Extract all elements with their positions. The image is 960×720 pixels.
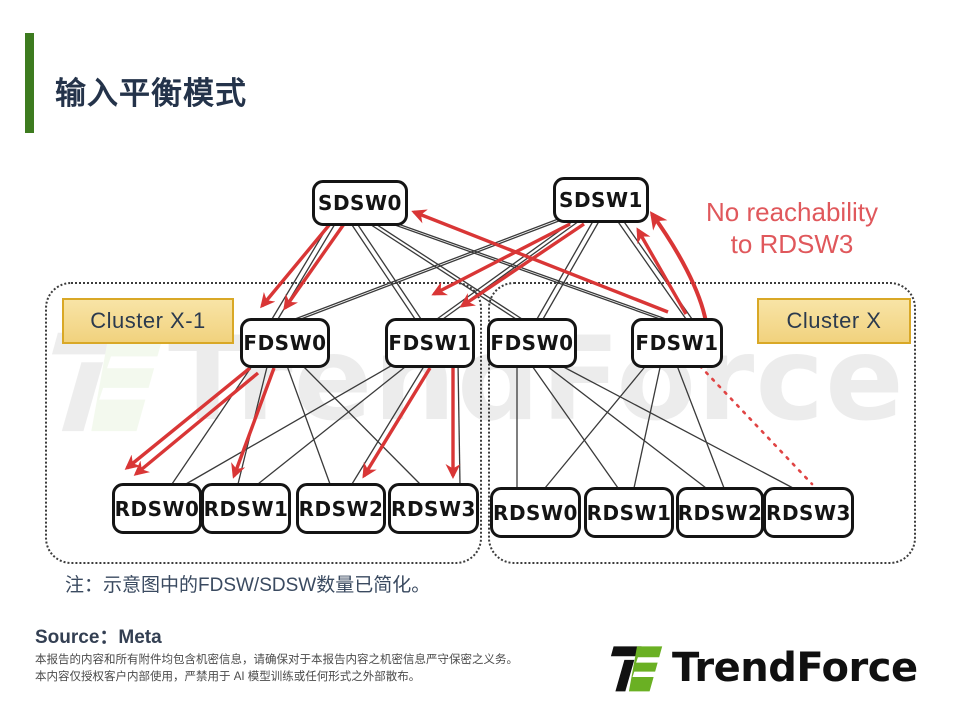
node-cluster-x-fdsw1: FDSW1 — [631, 318, 723, 368]
node-cluster-x1-rdsw1: RDSW1 — [201, 483, 291, 534]
no-reachability-annotation: No reachability to RDSW3 — [652, 196, 932, 260]
node-cluster-x-rdsw3: RDSW3 — [763, 487, 854, 538]
source-label: Source：Meta — [35, 627, 162, 648]
node-cluster-x1-fdsw0: FDSW0 — [240, 318, 330, 368]
node-cluster-x1-rdsw2: RDSW2 — [296, 483, 386, 534]
brand-text: TrendForce — [672, 645, 918, 691]
confidentiality-disclaimer: 本报告的内容和所有附件均包含机密信息，请确保对于本报告内容之机密信息严守保密之义… — [35, 652, 518, 686]
page-title: 输入平衡模式 — [55, 76, 247, 112]
cluster-x1-label: Cluster X-1 — [62, 298, 234, 344]
trendforce-logo: TrendForce — [610, 641, 918, 695]
title-accent-bar — [25, 33, 34, 133]
node-cluster-x1-rdsw3: RDSW3 — [388, 483, 479, 534]
annotation-line1: No reachability — [706, 197, 878, 227]
diagram-note: 注：示意图中的FDSW/SDSW数量已简化。 — [65, 575, 431, 596]
node-cluster-x-rdsw2: RDSW2 — [676, 487, 764, 538]
node-sdsw1: SDSW1 — [553, 177, 649, 223]
node-cluster-x1-rdsw0: RDSW0 — [112, 483, 202, 534]
annotation-line2: to RDSW3 — [730, 229, 854, 259]
node-cluster-x1-fdsw1: FDSW1 — [385, 318, 475, 368]
disclaimer-line2: 本内容仅授权客户内部使用，严禁用于 AI 模型训练或任何形式之外部散布。 — [35, 671, 421, 683]
cluster-x-label: Cluster X — [757, 298, 911, 344]
node-cluster-x-rdsw0: RDSW0 — [490, 487, 581, 538]
trendforce-logo-icon — [610, 646, 664, 692]
node-cluster-x-rdsw1: RDSW1 — [584, 487, 674, 538]
disclaimer-line1: 本报告的内容和所有附件均包含机密信息，请确保对于本报告内容之机密信息严守保密之义… — [35, 654, 518, 666]
node-sdsw0: SDSW0 — [312, 180, 408, 226]
node-cluster-x-fdsw0: FDSW0 — [487, 318, 577, 368]
